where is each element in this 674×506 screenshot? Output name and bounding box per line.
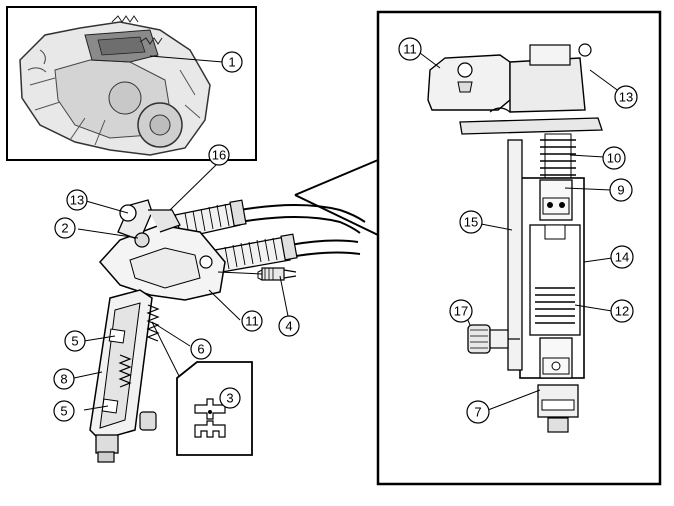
transmission-inset: 1 (6, 6, 257, 161)
detail-inset-3 (176, 361, 253, 456)
callout-17: 17 (449, 299, 473, 323)
shift-gate-pattern-icon (194, 398, 226, 438)
switch-component (257, 267, 297, 281)
svg-text:13: 13 (619, 90, 633, 105)
svg-text:15: 15 (464, 215, 478, 230)
svg-text:12: 12 (615, 304, 629, 319)
callouts: 16 13 2 11 4 5 6 8 (53, 37, 638, 424)
shift-cables (239, 204, 366, 258)
zoom-connector (294, 159, 379, 236)
svg-text:1: 1 (228, 55, 235, 70)
svg-text:10: 10 (607, 151, 621, 166)
callout-4: 4 (278, 315, 300, 337)
callout-11-left: 11 (241, 310, 263, 332)
svg-text:17: 17 (454, 304, 468, 319)
svg-text:11: 11 (245, 314, 259, 329)
svg-text:6: 6 (197, 342, 204, 357)
callout-13-left: 13 (66, 189, 88, 211)
slider-block-lower (537, 337, 579, 433)
svg-text:7: 7 (474, 405, 481, 420)
callout-5-upper: 5 (64, 330, 86, 352)
slider-block-upper (539, 179, 573, 221)
svg-text:3: 3 (226, 391, 233, 406)
callout-14: 14 (610, 245, 634, 269)
svg-text:8: 8 (60, 372, 67, 387)
callout-7: 7 (466, 400, 490, 424)
svg-text:5: 5 (71, 334, 78, 349)
callout-3: 3 (219, 387, 241, 409)
callout-15: 15 (459, 210, 483, 234)
spring-upper (540, 133, 576, 179)
callout-12: 12 (610, 299, 634, 323)
callout-16: 16 (208, 144, 230, 166)
lever-mechanism-top (427, 43, 603, 135)
svg-text:11: 11 (403, 42, 417, 57)
shift-mechanism-assembly (73, 163, 298, 463)
svg-text:16: 16 (212, 148, 226, 163)
spring-lower (535, 287, 575, 324)
svg-text:5: 5 (60, 404, 67, 419)
transmission-illustration (19, 15, 211, 156)
detail-box-right (376, 10, 662, 486)
callout-2: 2 (54, 217, 76, 239)
callout-5-lower: 5 (53, 400, 75, 422)
svg-text:9: 9 (617, 183, 624, 198)
cable-boot-upper (174, 199, 247, 239)
fitting-17 (467, 324, 520, 354)
cable-boot-lower (214, 233, 298, 273)
callout-11-right: 11 (398, 37, 422, 61)
callout-13-right: 13 (614, 85, 638, 109)
svg-text:4: 4 (285, 319, 292, 334)
svg-text:14: 14 (615, 250, 629, 265)
callout-10: 10 (602, 146, 626, 170)
selector-column (89, 289, 160, 463)
callout-9: 9 (609, 178, 633, 202)
svg-text:2: 2 (61, 221, 68, 236)
svg-text:13: 13 (70, 193, 84, 208)
callout-8: 8 (53, 368, 75, 390)
callout-1: 1 (221, 51, 243, 73)
callout-6: 6 (190, 338, 212, 360)
